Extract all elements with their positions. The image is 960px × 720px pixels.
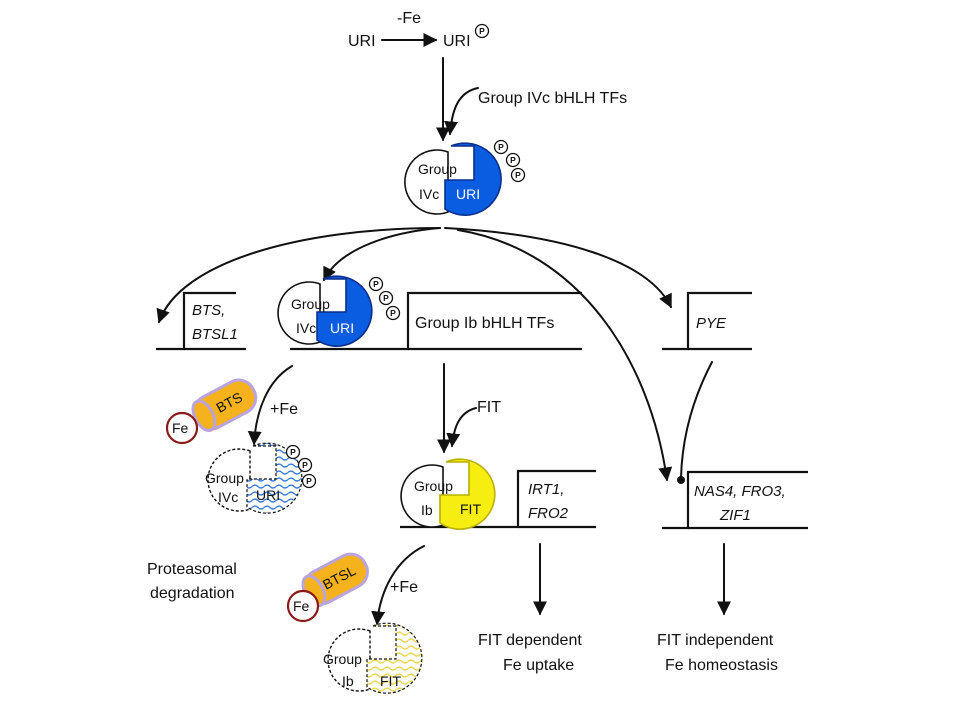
fe-ion-bts: Fe <box>165 411 199 445</box>
pye-inhibition-line <box>680 361 713 479</box>
gene-irt1-label-2: FRO2 <box>528 505 569 522</box>
phospho-badge: P <box>297 457 313 473</box>
complex-ib-ib-text: Ib <box>421 502 433 518</box>
degraded-ib-group-text: Group <box>323 651 362 667</box>
bound-ivc-ivc-text: IVc <box>296 320 316 336</box>
svg-text:P: P <box>373 279 379 289</box>
complex-ib-fit-text: FIT <box>460 501 481 517</box>
complex-ib-fit: Group Ib FIT <box>400 458 496 530</box>
group-ivc-tfs-label: Group IVc bHLH TFs <box>478 90 627 107</box>
output-fit-dependent-2: Fe uptake <box>503 657 574 674</box>
gene-nas4-promoter <box>662 470 808 530</box>
svg-text:P: P <box>302 460 308 470</box>
phospho-badge: P <box>505 152 521 168</box>
gene-bts-label-1: BTS, <box>192 302 225 319</box>
svg-text:P: P <box>479 26 485 36</box>
gene-bts-promoter <box>156 291 236 351</box>
bound-ivc-uri-text: URI <box>330 320 354 336</box>
degraded-ib-ib-text: Ib <box>342 673 354 689</box>
gene-nas4-label-1: NAS4, FRO3, <box>694 483 786 500</box>
complex-ivc-uri: Group IVc URI P P P <box>404 139 526 216</box>
group-ivc-join-arrow <box>444 87 479 136</box>
proteasomal-label-2: degradation <box>150 585 235 602</box>
phospho-badge: P <box>385 305 401 321</box>
degraded-ib-fit: Group Ib FIT <box>323 622 423 694</box>
fit-label: FIT <box>477 399 501 416</box>
minus-fe-label: -Fe <box>397 10 421 27</box>
proteasomal-label-1: Proteasomal <box>147 561 237 578</box>
bts-plus-fe-arrow <box>247 365 293 446</box>
arc-to-nas4 <box>457 229 673 482</box>
fit-join-arrow <box>446 407 477 448</box>
bts-plus-fe-label: +Fe <box>270 401 298 418</box>
gene-irt1-label-1: IRT1, <box>528 481 564 498</box>
complex-ivc-ivc-text: IVc <box>419 186 439 202</box>
svg-text:P: P <box>383 293 389 303</box>
svg-text:P: P <box>498 142 504 152</box>
gene-pye-label: PYE <box>696 315 727 332</box>
phospho-badge: P <box>301 473 317 489</box>
output-fit-independent-2: Fe homeostasis <box>665 657 778 674</box>
phospho-badge: P <box>368 276 384 292</box>
phospho-badge: P <box>285 444 301 460</box>
gene-bts-label-2: BTSL1 <box>192 326 238 343</box>
complex-ivc-uri-text: URI <box>456 186 480 202</box>
degraded-ivc-ivc-text: IVc <box>218 489 238 505</box>
gene-group-ib-label: Group Ib bHLH TFs <box>415 315 554 332</box>
svg-text:P: P <box>510 155 516 165</box>
btsl-plus-fe-label: +Fe <box>390 579 418 596</box>
uri-label: URI <box>348 33 376 50</box>
output-fit-independent-1: FIT independent <box>657 632 774 649</box>
phospho-badge: P <box>378 290 394 306</box>
svg-text:Fe: Fe <box>172 420 189 436</box>
bts-protein: BTS <box>191 378 258 432</box>
arc-to-group-ib <box>323 227 441 282</box>
uri-p-label: URI <box>443 33 471 50</box>
phospho-badge-top: P <box>474 23 490 39</box>
svg-text:P: P <box>306 476 312 486</box>
fe-ion-btsl: Fe <box>286 589 320 623</box>
phospho-badge: P <box>510 167 526 183</box>
phospho-badge: P <box>493 139 509 155</box>
output-fit-dependent-1: FIT dependent <box>478 632 582 649</box>
gene-pye-promoter <box>662 291 752 351</box>
inhibition-dot <box>677 476 685 484</box>
gene-nas4-label-2: ZIF1 <box>719 507 751 524</box>
bound-ivc-group-text: Group <box>291 296 330 312</box>
svg-text:Fe: Fe <box>293 598 310 614</box>
complex-ivc-uri-bound: Group IVc URI P P P <box>277 275 401 347</box>
degraded-ivc-uri-text: URI <box>256 487 280 503</box>
arc-to-bts <box>156 227 441 324</box>
arc-to-pye <box>444 227 672 309</box>
complex-ib-group-text: Group <box>414 478 453 494</box>
gene-group-ib-promoter <box>290 291 582 351</box>
svg-text:P: P <box>390 308 396 318</box>
degraded-ib-fit-text: FIT <box>380 673 401 689</box>
svg-text:P: P <box>515 170 521 180</box>
complex-ivc-group-text: Group <box>418 161 457 177</box>
degraded-ivc-group-text: Group <box>205 470 244 486</box>
btsl-plus-fe-arrow <box>371 545 425 626</box>
degraded-ivc-uri: Group IVc URI P P P <box>205 442 317 514</box>
svg-text:P: P <box>290 447 296 457</box>
